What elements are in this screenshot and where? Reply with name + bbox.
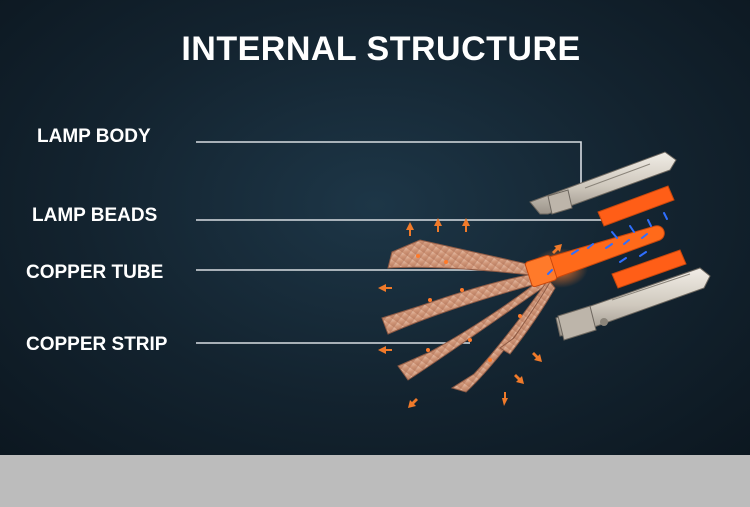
heat-arrow — [502, 392, 508, 406]
copper-tube-collar — [524, 254, 558, 288]
lamp-bead-board-upper — [597, 185, 675, 227]
heat-arrow — [552, 244, 562, 254]
heat-arrow — [378, 284, 392, 292]
lamp-beads — [597, 185, 687, 289]
copper-tube-body — [531, 225, 665, 283]
heat-arrow — [462, 218, 470, 232]
lamp-body-upper — [529, 151, 677, 215]
copper-ribbon-upper — [381, 271, 546, 335]
copper-tube — [524, 225, 665, 288]
lamp-body-lower — [555, 267, 711, 341]
diagram-panel: INTERNAL STRUCTURE LAMP BODY LAMP BEADS … — [0, 0, 750, 455]
copper-ribbon-top — [387, 239, 546, 277]
lamp-bead-board-lower — [611, 249, 687, 289]
copper-ribbon-middle — [397, 275, 549, 381]
heat-arrow — [434, 218, 442, 232]
copper-ribbon-inner — [499, 281, 556, 355]
heat-arrow — [532, 352, 542, 362]
label-copper-strip: COPPER STRIP — [26, 334, 168, 355]
heat-arrows — [378, 218, 562, 408]
copper-strip — [381, 239, 556, 393]
light-rays — [547, 212, 668, 275]
label-lamp-beads: LAMP BEADS — [32, 205, 158, 226]
exploded-bulb-illustration — [196, 141, 711, 408]
ribbon-highlights — [416, 254, 522, 362]
heat-arrow — [406, 222, 414, 236]
label-lamp-body: LAMP BODY — [37, 126, 151, 147]
diagram-title: INTERNAL STRUCTURE — [181, 30, 581, 68]
heat-arrow — [514, 374, 524, 384]
label-copper-tube: COPPER TUBE — [26, 262, 164, 283]
heat-arrow — [408, 398, 418, 408]
heat-arrow — [378, 346, 392, 354]
footer-band — [0, 455, 750, 507]
leader-line-lamp-body — [196, 141, 582, 196]
